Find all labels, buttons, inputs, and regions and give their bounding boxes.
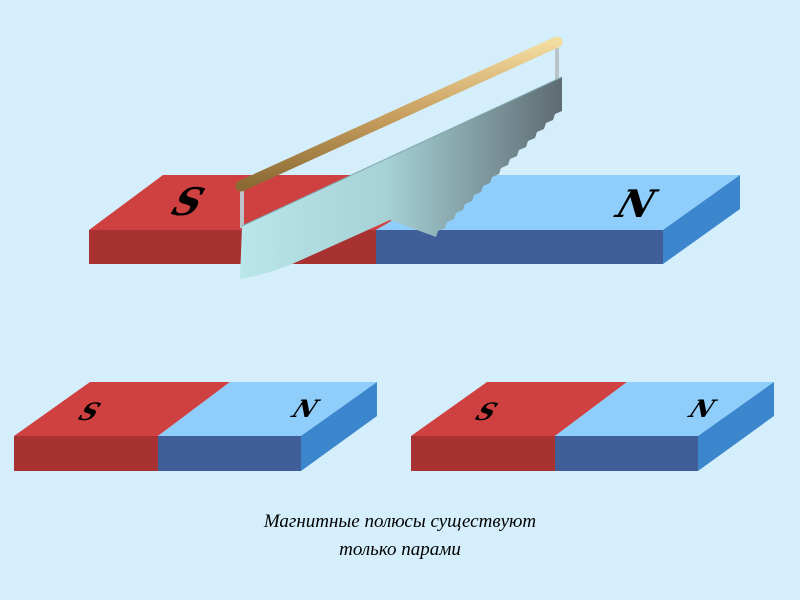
whole-magnet-north-front bbox=[376, 230, 663, 264]
left-piece-north-front bbox=[158, 436, 301, 471]
whole-magnet-north-side bbox=[663, 175, 740, 264]
right-piece-south-front bbox=[411, 436, 555, 471]
saw-handle bbox=[235, 36, 563, 192]
saw-blade-edge bbox=[241, 76, 563, 227]
right-piece-north-front bbox=[555, 436, 698, 471]
caption: Магнитные полюсы существуют только парам… bbox=[0, 508, 800, 564]
left-piece-south-front bbox=[14, 436, 158, 471]
right-piece-north-side bbox=[698, 382, 774, 471]
left-magnet-piece: S N bbox=[14, 382, 377, 471]
caption-line-1: Магнитные полюсы существуют bbox=[263, 511, 537, 532]
caption-line-2: только парами bbox=[339, 539, 461, 560]
saw bbox=[235, 36, 563, 279]
right-piece-north-top bbox=[555, 382, 774, 436]
left-piece-north-side bbox=[301, 382, 377, 471]
left-piece-north-top bbox=[158, 382, 377, 436]
saw-blade bbox=[240, 77, 562, 279]
right-magnet-piece: S N bbox=[411, 382, 774, 471]
